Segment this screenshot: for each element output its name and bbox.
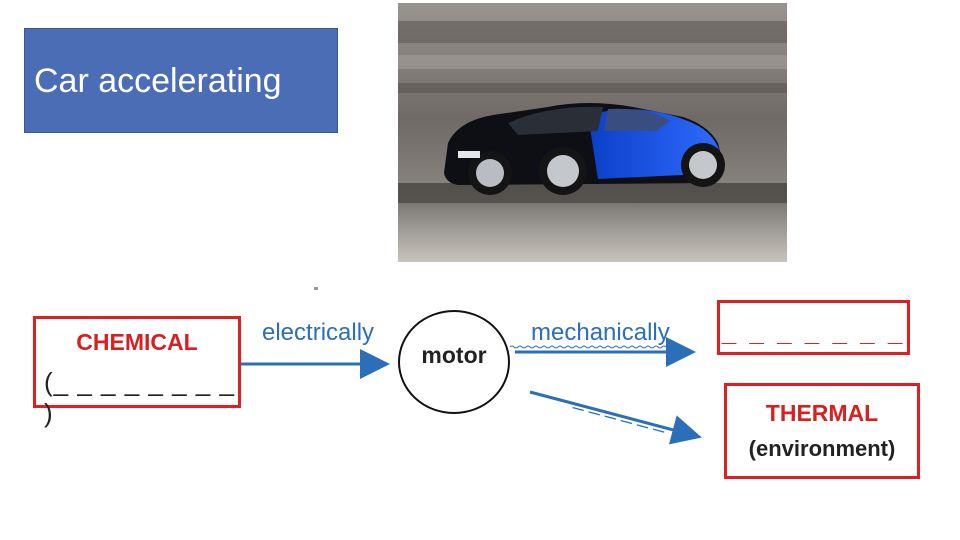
label-electrically: electrically bbox=[262, 319, 375, 346]
mechanical-blank: _ _ _ _ _ _ _ bbox=[721, 317, 906, 347]
chemical-label: CHEMICAL bbox=[76, 329, 198, 355]
chemical-blank: (_ _ _ _ _ _ _ _ ) bbox=[44, 367, 235, 428]
thermal-box: THERMAL (environment) bbox=[724, 383, 920, 479]
squiggle-underline bbox=[509, 345, 671, 349]
car-photo bbox=[398, 3, 787, 262]
page-title: Car accelerating bbox=[34, 62, 282, 100]
motor-node: motor bbox=[398, 310, 510, 414]
mechanical-box: _ _ _ _ _ _ _ bbox=[717, 300, 910, 355]
thermal-sub: (environment) bbox=[748, 436, 896, 461]
arrow-thermal bbox=[529, 390, 702, 445]
title-box: Car accelerating bbox=[24, 28, 338, 133]
label-mechanically: mechanically bbox=[531, 319, 670, 346]
chemical-box: CHEMICAL (_ _ _ _ _ _ _ _ ) bbox=[33, 316, 241, 428]
thermal-label: THERMAL bbox=[765, 400, 879, 426]
motor-label: motor bbox=[421, 342, 487, 368]
small-mark bbox=[314, 287, 318, 290]
